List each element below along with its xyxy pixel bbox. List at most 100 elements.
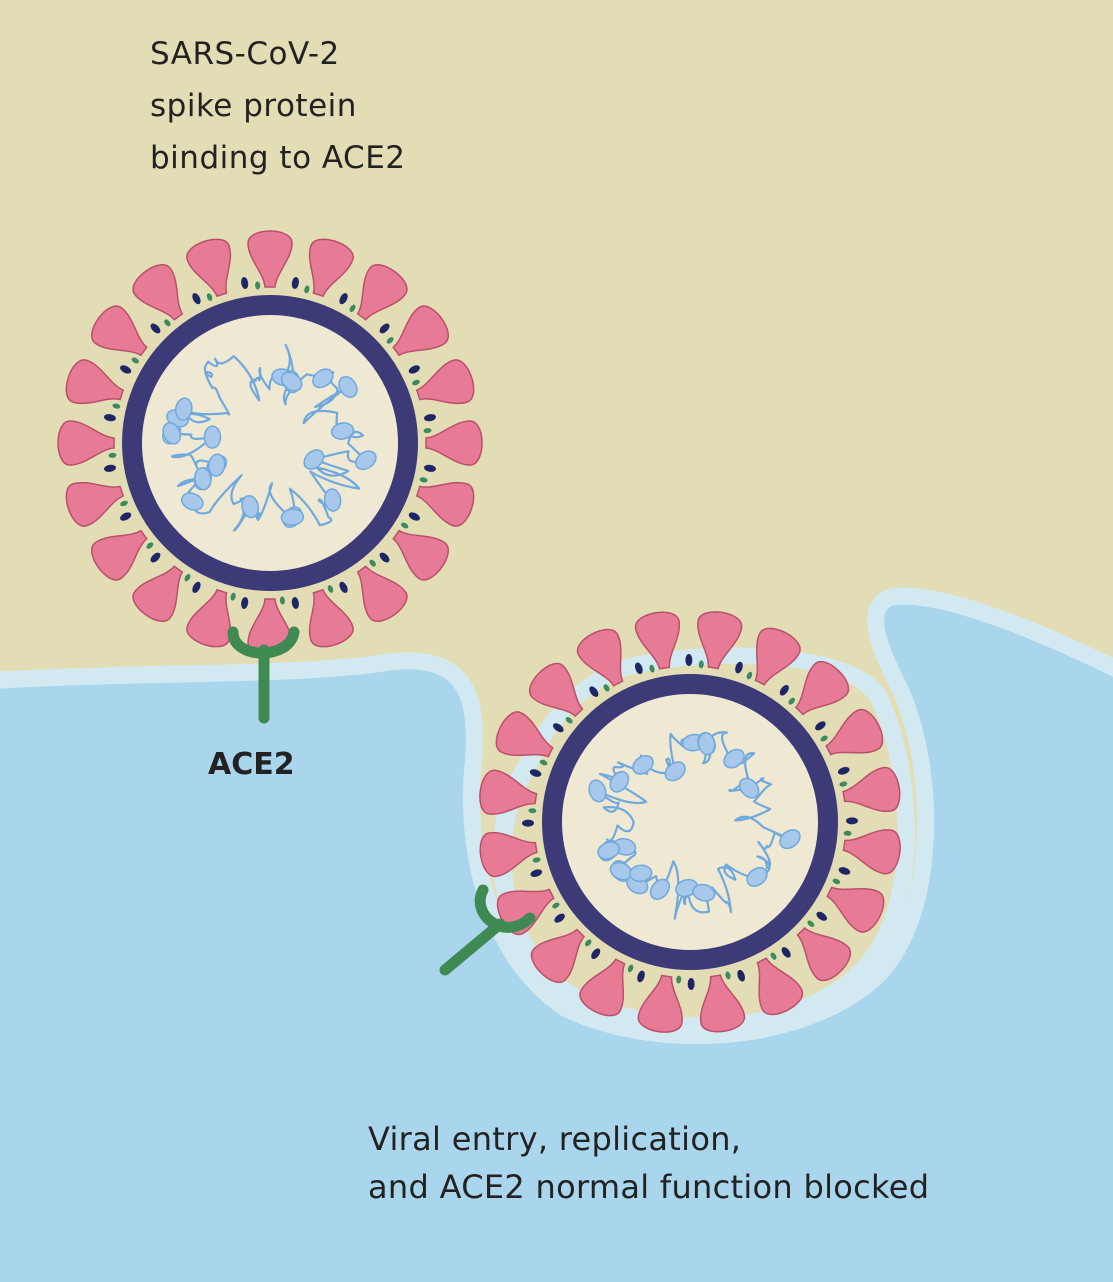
spike-head xyxy=(91,305,148,357)
envelope-protein-icon xyxy=(565,717,573,724)
ace2-label-text: ACE2 xyxy=(208,747,295,782)
title-line-2: spike protein xyxy=(150,88,357,124)
spike-protein-icon xyxy=(576,628,624,687)
spike-protein-icon xyxy=(796,926,851,982)
envelope-protein-icon xyxy=(184,574,191,582)
virus-particle-binding xyxy=(57,230,483,656)
nucleocapsid-protein-icon xyxy=(338,375,358,398)
nucleocapsid-protein-icon xyxy=(779,829,801,850)
membrane-protein-icon xyxy=(552,723,564,733)
spike-protein-icon xyxy=(699,974,746,1033)
envelope-protein-icon xyxy=(528,808,537,814)
membrane-protein-icon xyxy=(192,293,201,305)
membrane-protein-icon xyxy=(589,686,599,697)
spike-protein-icon xyxy=(634,611,681,670)
spike-head xyxy=(415,359,475,405)
spike-protein-icon xyxy=(392,529,449,581)
spike-protein-icon xyxy=(356,264,408,321)
outcome-line-1: Viral entry, replication, xyxy=(368,1120,742,1158)
nucleocapsid-protein-icon xyxy=(194,467,212,491)
membrane-protein-icon xyxy=(637,970,645,983)
membrane-protein-icon xyxy=(845,817,858,825)
membrane-protein-icon xyxy=(781,947,791,958)
virus-particle-entering xyxy=(479,611,901,1033)
spike-head xyxy=(754,627,801,686)
nucleocapsid-protein-icon xyxy=(303,449,325,470)
title-label: SARS-CoV-2 spike protein binding to ACE2 xyxy=(150,28,406,184)
membrane-protein-icon xyxy=(291,277,299,289)
membrane-protein-icon xyxy=(838,867,851,875)
nucleocapsid-protein-icon xyxy=(330,422,355,440)
membrane-protein-icon xyxy=(424,464,436,472)
viral-envelope xyxy=(542,674,838,970)
spike-head xyxy=(697,611,743,670)
spike-head xyxy=(392,529,449,581)
envelope-protein-icon xyxy=(649,664,655,673)
spike-head xyxy=(356,565,408,622)
nucleocapsid-protein-icon xyxy=(664,761,686,782)
spike-head xyxy=(186,588,232,648)
membrane-protein-icon xyxy=(150,323,161,334)
cell-cytoplasm xyxy=(0,604,1113,1282)
envelope-protein-icon xyxy=(770,952,777,960)
spike-head xyxy=(634,611,681,670)
spike-head xyxy=(392,305,449,357)
envelope-protein-icon xyxy=(698,660,704,669)
envelope-protein-icon xyxy=(807,920,815,927)
spike-protein-icon xyxy=(754,627,801,686)
nucleocapsid-protein-icon xyxy=(312,368,334,389)
spike-head xyxy=(91,529,148,581)
spike-head xyxy=(579,958,626,1017)
envelope-protein-icon xyxy=(423,428,432,434)
membrane-protein-icon xyxy=(291,597,299,609)
nucleocapsid-protein-icon xyxy=(588,779,607,803)
spike-protein-icon xyxy=(697,611,743,670)
membrane-protein-icon xyxy=(408,365,420,374)
spike-head xyxy=(132,565,184,622)
membrane-protein-icon xyxy=(379,552,390,563)
membrane-protein-icon xyxy=(591,948,601,960)
membrane-protein-icon xyxy=(424,414,436,422)
membrane-protein-icon xyxy=(779,684,789,696)
nucleocapsid-protein-icon xyxy=(241,495,260,519)
nucleocapsid-protein-icon xyxy=(355,450,377,471)
membrane-protein-icon xyxy=(339,581,348,593)
envelope-protein-icon xyxy=(131,357,139,364)
spike-head xyxy=(576,628,624,687)
membrane-protein-icon xyxy=(554,913,565,923)
ace2-receptor-icon xyxy=(227,626,300,724)
nucleocapsid-protein-icon xyxy=(723,748,745,769)
spike-protein-icon xyxy=(132,565,184,622)
spike-protein-icon xyxy=(392,305,449,357)
nucleocapsid-protein-icon xyxy=(632,754,654,775)
spike-head xyxy=(57,420,115,466)
nucleocapsid-protein-icon xyxy=(746,866,768,887)
ace2-receptor-bound-icon xyxy=(439,884,536,976)
membrane-protein-icon xyxy=(120,512,132,521)
spike-protein-icon xyxy=(637,974,683,1033)
spike-head xyxy=(826,886,885,933)
spike-protein-icon xyxy=(57,420,115,466)
spike-protein-icon xyxy=(308,588,354,648)
spike-protein-icon xyxy=(794,661,850,716)
envelope-protein-icon xyxy=(725,971,731,980)
spike-protein-icon xyxy=(425,420,483,466)
spike-protein-icon xyxy=(132,264,184,321)
nucleocapsid-protein-icon xyxy=(675,878,699,898)
envelope-protein-icon xyxy=(230,592,236,601)
membrane-protein-icon xyxy=(522,819,535,827)
spike-protein-icon xyxy=(479,831,538,878)
envelope-protein-icon xyxy=(843,830,852,836)
envelope-protein-icon xyxy=(820,735,828,742)
membrane-protein-icon xyxy=(120,365,132,374)
spike-head xyxy=(756,957,804,1016)
spike-head xyxy=(479,769,538,815)
nucleocapsid-protein-icon xyxy=(738,777,760,799)
viral-envelope xyxy=(122,295,418,591)
nucleocapsid-protein-icon xyxy=(174,397,193,421)
envelope-protein-icon xyxy=(369,559,376,567)
nucleocapsid-protein-icon xyxy=(609,770,630,793)
ace2-label: ACE2 xyxy=(208,745,295,785)
spike-head xyxy=(132,264,184,321)
